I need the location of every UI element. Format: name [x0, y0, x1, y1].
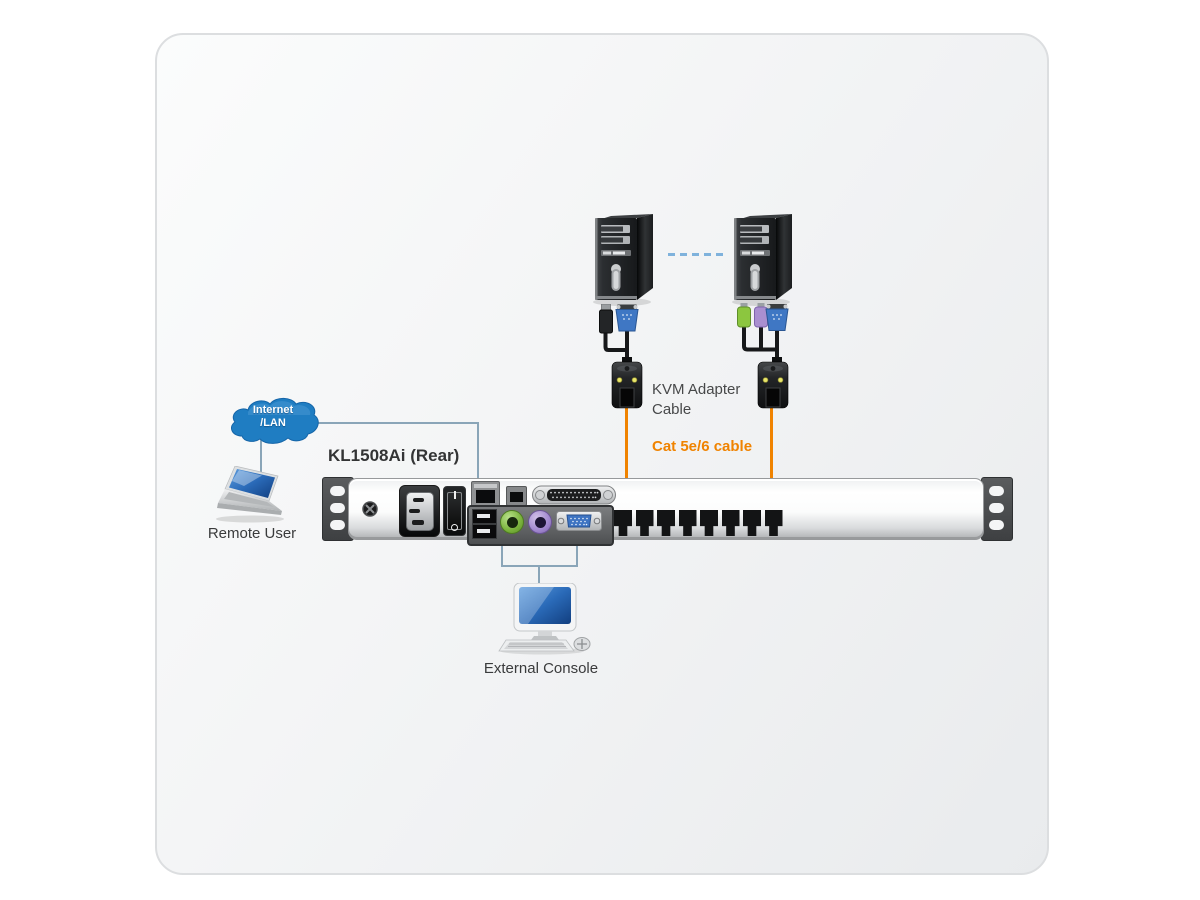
- cloud-to-laptop-line: [260, 436, 262, 474]
- cat5-cable-right: [770, 407, 773, 515]
- rj45-jack: [765, 387, 781, 408]
- cat5-cable-left: [625, 407, 628, 515]
- lan-link-line-horizontal: [314, 422, 479, 424]
- usb-port-1: [472, 509, 497, 524]
- led-indicator: [762, 377, 769, 383]
- led-indicator: [631, 377, 638, 383]
- tower-pc-icon: [593, 214, 653, 306]
- lan-link-line-vertical: [477, 422, 479, 482]
- cloud-label-line2: /LAN: [260, 417, 286, 429]
- console-bracket-stem: [538, 565, 540, 589]
- cloud-label-line1: Internet: [252, 404, 294, 416]
- kvm-adapter-cable-label: KVM Adapter Cable: [652, 381, 741, 418]
- led-indicator: [616, 377, 623, 383]
- console-bracket-right: [576, 546, 578, 567]
- vga-console-port: [556, 511, 602, 531]
- console-bracket-left: [501, 546, 503, 567]
- led-indicator: [777, 377, 784, 383]
- remote-user-label: Remote User: [207, 525, 297, 542]
- laptop-icon: [216, 466, 284, 523]
- lan-port: [471, 481, 500, 507]
- tower-pc-icon: [732, 214, 792, 306]
- power-inlet: [399, 485, 440, 537]
- ps2-keyboard-port: [500, 510, 524, 534]
- kvm-adapter-icon: [757, 357, 789, 409]
- vga-connector-icon: [615, 309, 639, 332]
- internet-lan-cloud-icon: [231, 397, 319, 444]
- diagram-card: [155, 33, 1049, 875]
- cat5-cable-label: Cat 5e/6 cable: [652, 438, 753, 455]
- ps2-mouse-connector-icon: [754, 306, 768, 328]
- ps2-mouse-port: [528, 510, 552, 534]
- device-title: KL1508Ai (Rear): [328, 446, 460, 465]
- modem-port: [506, 486, 527, 506]
- rack-ear-right: [981, 477, 1013, 541]
- vga-connector-icon: [765, 308, 789, 331]
- db25-serial-port: [532, 485, 616, 505]
- usb-port-2: [472, 524, 497, 539]
- computers-dashed-link: [668, 253, 726, 256]
- grounding-screw-icon: [362, 501, 378, 517]
- usb-vga-connectors-icon: [599, 304, 639, 364]
- ps2-keyboard-connector-icon: [737, 306, 751, 328]
- cloud-label: Internet /LAN: [238, 404, 308, 430]
- kvm-adapter-icon: [611, 357, 643, 409]
- power-switch: [443, 486, 466, 536]
- rj45-jack: [619, 387, 635, 408]
- monitor-keyboard-mouse-icon: [498, 583, 591, 655]
- ps2-vga-connectors-icon: [737, 303, 789, 364]
- external-console-label: External Console: [483, 660, 599, 677]
